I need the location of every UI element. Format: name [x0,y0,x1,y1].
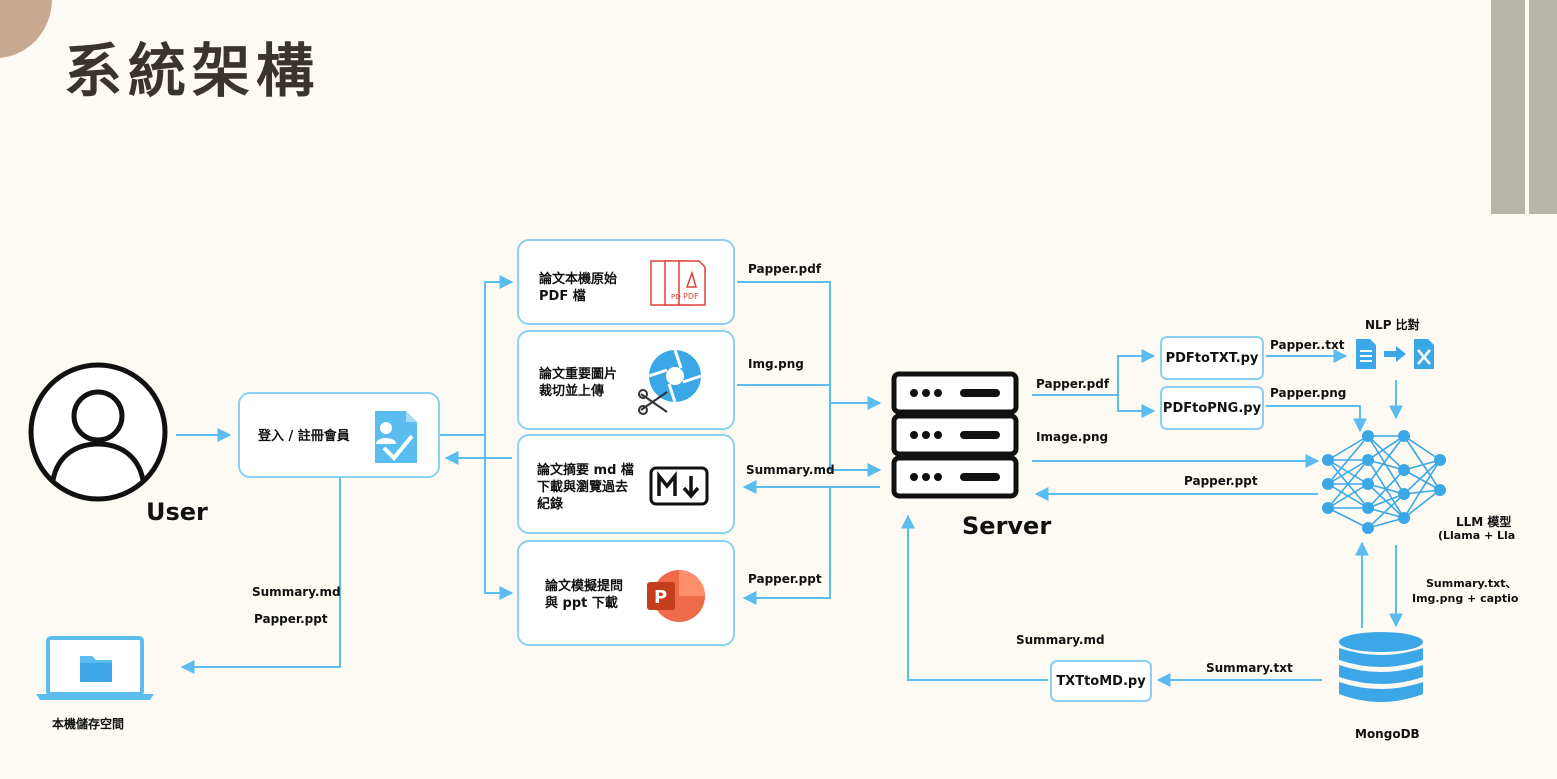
mongodb-label: MongoDB [1355,727,1420,741]
nlp-compare-icons [1356,339,1434,369]
script-flow-papper-txt: Papper..txt [1270,338,1345,352]
svg-text:PDF: PDF [683,292,699,301]
server-flow-papper-pdf: Papper.pdf [1036,377,1110,391]
document-check-icon [375,411,417,463]
server-icon [891,371,1019,499]
server-flow-summary-md: Summary.md [1016,633,1105,647]
server-flow-papper-ppt: Papper.ppt [1184,474,1258,488]
svg-text:P: P [654,587,667,608]
server-label: Server [962,512,1052,540]
flow-label-summary-md: Summary.md [746,463,835,477]
feature-label-markdown: 論文摘要 md 檔 下載與瀏覽過去 紀錄 [537,463,634,512]
svg-text:PD: PD [671,293,681,301]
flow-label-img-png: Img.png [748,357,804,371]
login-register-box[interactable]: 登入 / 註冊會員 [238,392,440,478]
powerpoint-icon: P [647,570,705,622]
side-decoration-bar [1529,0,1557,214]
laptop-folder-icon [36,636,154,700]
image-crop-icon [638,349,702,415]
document-icon [1356,339,1376,369]
storage-papper-ppt-label: Papper.ppt [254,612,328,626]
flow-label-papper-ppt: Papper.ppt [748,572,822,586]
feature-box-powerpoint[interactable]: 論文模擬提問 與 ppt 下載 P [517,540,735,646]
user-avatar-icon [28,362,168,502]
feature-label-pdf: 論文本機原始 PDF 檔 [539,272,618,304]
neural-network-icon [1322,430,1446,534]
storage-summary-md-label: Summary.md [252,585,341,599]
llm-label: LLM 模型 [1456,515,1512,529]
login-register-label: 登入 / 註冊會員 [258,429,350,444]
local-storage-label: 本機儲存空間 [52,717,125,731]
pdf-to-txt-box[interactable]: PDFtoTXT.py [1160,336,1264,380]
feature-label-powerpoint: 論文模擬提問 與 ppt 下載 [545,579,624,611]
document-x-icon [1414,339,1434,369]
llm-output-line-2: Img.png + captio [1412,592,1519,605]
feature-box-pdf[interactable]: 論文本機原始 PDF 檔 PDF PD [517,239,735,325]
markdown-icon [649,466,709,506]
llm-sublabel: (Llama + Lla [1438,529,1516,542]
flow-label-papper-pdf: Papper.pdf [748,262,822,276]
page-title: 系統架構 [64,37,321,105]
pdf-to-png-box[interactable]: PDFtoPNG.py [1160,386,1264,430]
database-icon [1339,632,1423,702]
llm-output-line-1: Summary.txt、 [1426,577,1517,590]
pdf-files-icon: PDF PD [650,260,706,306]
feature-box-image[interactable]: 論文重要圖片 裁切並上傳 [517,330,735,430]
feature-box-markdown[interactable]: 論文摘要 md 檔 下載與瀏覽過去 紀錄 [517,434,735,534]
script-flow-summary-txt: Summary.txt [1206,661,1293,675]
side-decoration-bar [1491,0,1525,214]
user-label: User [146,498,208,526]
feature-label-image: 論文重要圖片 裁切並上傳 [539,367,618,399]
server-flow-image-png: Image.png [1036,430,1109,444]
nlp-label: NLP 比對 [1365,318,1420,332]
arrow-right-icon [1384,346,1406,362]
txt-to-md-box[interactable]: TXTtoMD.py [1050,660,1152,702]
script-flow-papper-png: Papper.png [1270,386,1347,400]
